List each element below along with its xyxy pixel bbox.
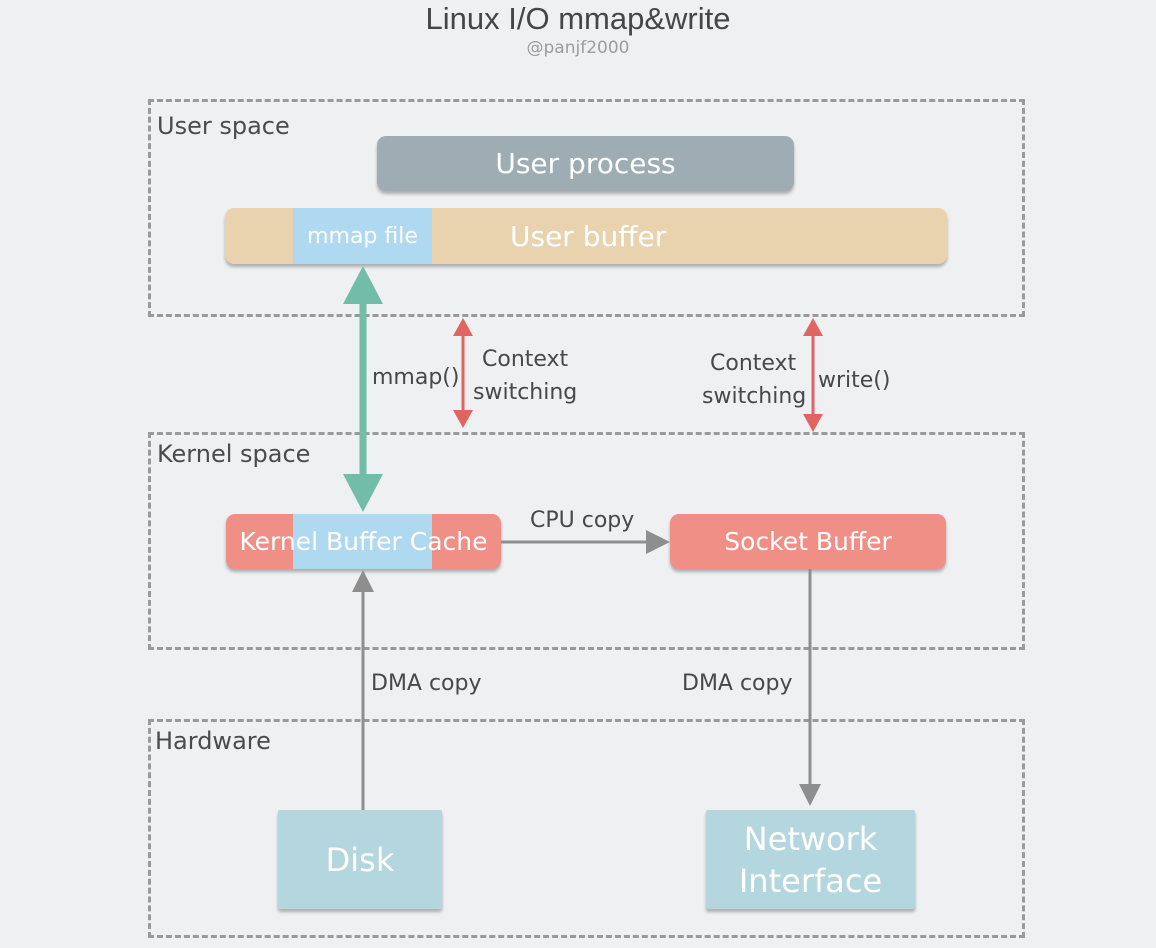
kernel-buffer-mmap-segment (293, 514, 432, 569)
socket-buffer-box: Socket Buffer (670, 514, 946, 569)
context-switch-2-label-line2: switching (702, 384, 807, 409)
user-process-box: User process (377, 136, 794, 191)
hardware-label: Hardware (155, 727, 271, 755)
mmap-file-label: mmap file (307, 223, 418, 249)
user-process-label: User process (495, 147, 676, 180)
disk-box: Disk (278, 810, 442, 909)
write-call-label: write() (818, 368, 891, 393)
mmap-arrow (343, 266, 383, 512)
context-switch-1-label-line2: switching (473, 380, 578, 405)
mmap-arrow-head-down (343, 474, 383, 512)
context-switch-1-label-line1: Context (482, 347, 569, 372)
user-space-label: User space (157, 112, 290, 140)
socket-buffer-label: Socket Buffer (724, 527, 892, 556)
context-switch-arrow-2 (803, 318, 823, 432)
mmap-file-segment: mmap file (293, 208, 432, 264)
context-switch-arrow-1 (453, 318, 473, 428)
kernel-space-region (148, 432, 1025, 650)
diagram-subtitle: @panjf2000 (526, 38, 630, 58)
kernel-buffer-cache-box: Kernel Buffer Cache (226, 514, 501, 569)
user-space-region (148, 99, 1025, 317)
disk-label: Disk (325, 840, 395, 879)
user-buffer-label: User buffer (510, 219, 667, 253)
kernel-space-label: Kernel space (157, 440, 311, 468)
dma-copy-in-arrow (352, 570, 374, 810)
network-interface-label-line2: Interface (738, 861, 883, 900)
network-interface-label-line1: Network (743, 819, 878, 858)
context-switch-2-label-line1: Context (710, 351, 797, 376)
mmap-arrow-head-up (343, 266, 383, 304)
cpu-copy-arrow (501, 530, 670, 554)
diagram-title: Linux I/O mmap&write (425, 1, 731, 36)
network-interface-box: Network Interface (706, 810, 915, 909)
hardware-region (148, 719, 1025, 938)
dma-copy-in-label: DMA copy (371, 671, 482, 696)
dma-copy-out-arrow (799, 569, 821, 806)
cpu-copy-label: CPU copy (530, 508, 635, 533)
mmap-call-label: mmap() (372, 365, 460, 390)
kernel-buffer-cache-label: Kernel Buffer Cache (239, 527, 488, 556)
user-buffer-box: mmap file User buffer (225, 208, 947, 264)
dma-copy-out-label: DMA copy (682, 671, 793, 696)
